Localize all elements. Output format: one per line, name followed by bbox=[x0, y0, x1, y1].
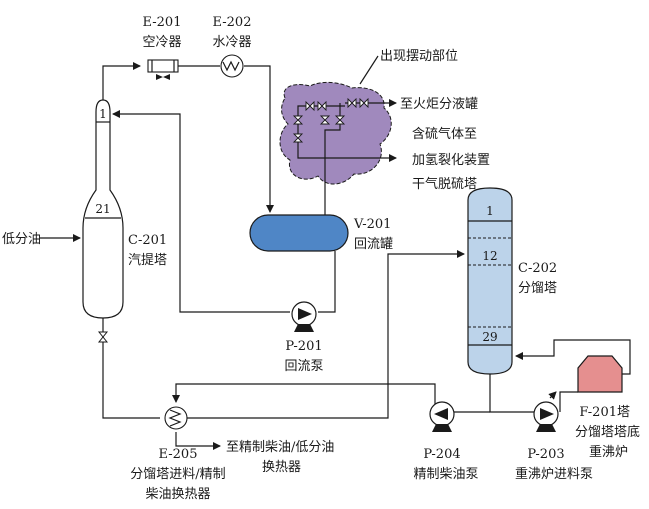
p201-name: 回流泵 bbox=[284, 359, 323, 374]
valves-swing-zone bbox=[292, 97, 369, 143]
c202-tray-1: 1 bbox=[486, 204, 494, 218]
e205-name-line1: 分馏塔进料/精制 bbox=[130, 467, 225, 482]
e205-name-line2: 柴油换热器 bbox=[145, 487, 210, 502]
c201-tray-top: 1 bbox=[99, 107, 107, 121]
pump-p203 bbox=[533, 401, 559, 432]
p201-code: P-201 bbox=[285, 339, 322, 354]
sulfur-gas-line3: 干气脱硫塔 bbox=[412, 176, 477, 192]
p203-name: 重沸炉进料泵 bbox=[515, 466, 593, 482]
e202-code: E-202 bbox=[213, 15, 252, 30]
c201-tray-bottom: 21 bbox=[95, 202, 110, 216]
sulfur-gas-line2: 加氢裂化装置 bbox=[412, 153, 490, 168]
p204-code: P-204 bbox=[423, 447, 460, 462]
c202-name: 分馏塔 bbox=[518, 281, 557, 296]
c202-code: C-202 bbox=[518, 261, 557, 276]
furnace-f201 bbox=[577, 355, 623, 393]
c202-tray-12: 12 bbox=[482, 249, 497, 263]
valve-column-bottom bbox=[97, 331, 109, 343]
c201-code: C-201 bbox=[128, 233, 167, 248]
e201-name: 空冷器 bbox=[142, 35, 181, 50]
air-cooler-e201 bbox=[147, 59, 179, 80]
p203-code: P-203 bbox=[527, 447, 564, 462]
pump-p201 bbox=[291, 301, 317, 332]
column-c202 bbox=[467, 187, 513, 375]
exchanger-e205 bbox=[164, 406, 188, 430]
v201-name: 回流罐 bbox=[354, 237, 393, 252]
to-flare-label: 至火炬分液罐 bbox=[400, 97, 478, 112]
to-diesel-line1: 至精制柴油/低分油 bbox=[226, 440, 334, 455]
column-c201 bbox=[82, 99, 124, 319]
e201-code: E-201 bbox=[143, 15, 182, 30]
c201-name: 汽提塔 bbox=[128, 252, 167, 268]
water-cooler-e202 bbox=[220, 54, 244, 78]
f201-line1: F-201塔 bbox=[579, 405, 630, 420]
pump-p204 bbox=[429, 401, 455, 432]
e205-code: E-205 bbox=[159, 447, 198, 462]
c202-tray-29: 29 bbox=[482, 330, 497, 344]
sulfur-gas-line1: 含硫气体至 bbox=[412, 126, 477, 142]
f201-line2: 分馏塔塔底 bbox=[575, 424, 640, 440]
f201-line3: 重沸炉 bbox=[589, 444, 628, 460]
v201-code: V-201 bbox=[353, 217, 391, 232]
drum-v201 bbox=[249, 214, 349, 252]
swing-zone-label: 出现摆动部位 bbox=[380, 49, 458, 64]
p204-name: 精制柴油泵 bbox=[413, 467, 478, 482]
e202-name: 水冷器 bbox=[212, 35, 251, 50]
feed-label: 低分油 bbox=[2, 232, 41, 247]
swing-zone-cloud bbox=[279, 81, 392, 185]
to-diesel-line2: 换热器 bbox=[262, 460, 301, 475]
